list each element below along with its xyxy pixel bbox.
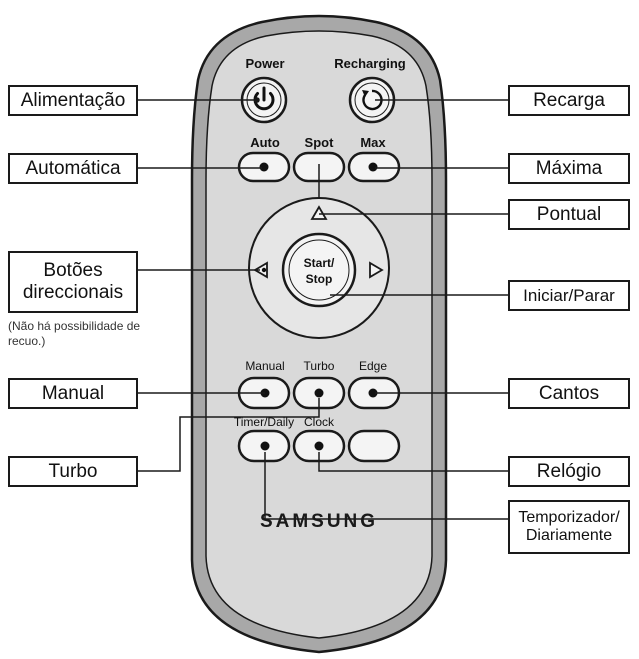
auto-label: Auto: [250, 135, 280, 150]
callout-turbo-text: Turbo: [48, 460, 98, 482]
turbo-label: Turbo: [304, 359, 335, 373]
right-arrow-icon[interactable]: [369, 261, 384, 279]
leader-temporizador: [264, 452, 509, 520]
callout-cantos-text: Cantos: [538, 382, 600, 404]
callout-relogio-text: Relógio: [536, 460, 602, 482]
auto-dot-icon: [259, 162, 269, 172]
manual-label: Manual: [245, 359, 284, 373]
callout-pontual: Pontual: [508, 199, 630, 230]
brand-logo: SAMSUNG: [260, 511, 378, 532]
left-arrow-dot: [261, 267, 267, 273]
recharge-icon: [362, 89, 383, 111]
callout-maxima-text: Máxima: [535, 157, 603, 179]
left-arrow-icon[interactable]: [253, 261, 268, 279]
timer-daily-label: Timer/Daily: [234, 415, 294, 429]
callout-temporizador: Temporizador/ Diariamente: [508, 500, 630, 554]
leader-alimentacao-dot: [254, 97, 260, 103]
leader-turbo: [137, 398, 320, 472]
start-stop-label-line2: Stop: [306, 272, 333, 286]
blank-button[interactable]: [347, 429, 401, 463]
max-dot-icon: [368, 162, 378, 172]
callout-temporizador-line1: Temporizador/: [518, 508, 620, 526]
callout-recarga: Recarga: [508, 85, 630, 116]
power-label: Power: [245, 56, 284, 71]
callout-temporizador-line2: Diariamente: [525, 527, 613, 544]
start-stop-button[interactable]: [281, 232, 357, 308]
start-stop-label-line1: Start/: [304, 256, 335, 270]
callout-botoes-line1: Botões: [43, 260, 103, 282]
max-label: Max: [360, 135, 386, 150]
clock-dot-icon: [314, 441, 324, 451]
callout-pontual-text: Pontual: [536, 203, 602, 225]
callout-relogio: Relógio: [508, 456, 630, 487]
callout-automatica: Automática: [8, 153, 138, 184]
callout-iniciar-parar: Iniciar/Parar: [508, 280, 630, 311]
turbo-dot-icon: [314, 388, 324, 398]
recharging-label: Recharging: [334, 56, 406, 71]
callout-botoes-note-text: (Não há possibilidade de recuo.): [8, 319, 141, 348]
spot-label: Spot: [305, 135, 335, 150]
leader-relogio: [318, 452, 509, 472]
callout-botoes-direccionais: Botões direccionais: [8, 251, 138, 313]
callout-recarga-text: Recarga: [533, 89, 605, 111]
clock-label: Clock: [304, 415, 335, 429]
callout-iniciar-parar-text: Iniciar/Parar: [523, 285, 615, 305]
callout-botoes-line2: direccionais: [22, 282, 124, 303]
callout-maxima: Máxima: [508, 153, 630, 184]
auto-button[interactable]: [237, 151, 291, 183]
edge-label: Edge: [359, 359, 387, 373]
timer-dot-icon: [260, 441, 270, 451]
turbo-button[interactable]: [292, 376, 346, 410]
callout-automatica-text: Automática: [25, 157, 121, 179]
callout-botoes-note: (Não há possibilidade de recuo.): [8, 319, 158, 349]
callout-alimentacao-text: Alimentação: [20, 89, 126, 111]
edge-dot-icon: [368, 388, 378, 398]
leader-lines: [137, 97, 509, 520]
callout-turbo: Turbo: [8, 456, 138, 487]
timer-daily-button[interactable]: [237, 429, 291, 463]
callout-alimentacao: Alimentação: [8, 85, 138, 116]
callout-cantos: Cantos: [508, 378, 630, 409]
callout-manual-text: Manual: [41, 382, 105, 404]
callout-manual: Manual: [8, 378, 138, 409]
max-button[interactable]: [347, 151, 401, 183]
up-arrow-icon[interactable]: [310, 205, 328, 220]
recharging-button[interactable]: [348, 76, 396, 124]
